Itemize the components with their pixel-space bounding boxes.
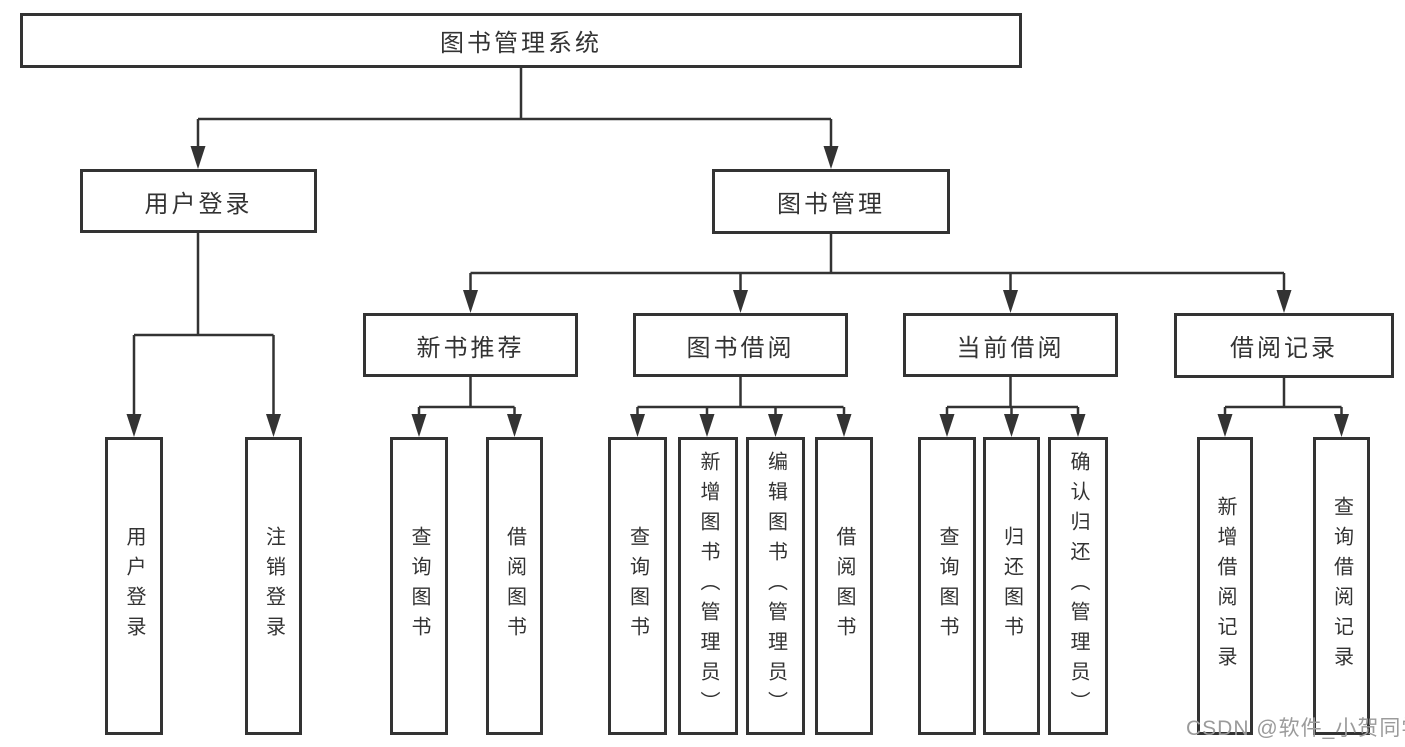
node-book-management: 图书管理 xyxy=(712,169,950,234)
node-borrowing-records-label: 借阅记录 xyxy=(1230,335,1338,362)
leaf-borrowing-borrow-books: 借阅图书 xyxy=(815,437,873,735)
node-current-borrowing: 当前借阅 xyxy=(903,313,1118,377)
leaf-borrowing-add-books-admin: 新增图书（管理员） xyxy=(678,437,738,735)
leaf-user-login-label: 用户登录 xyxy=(123,526,145,646)
leaf-borrowing-edit-books-admin-label: 编辑图书（管理员） xyxy=(764,451,787,721)
leaf-records-query-record-label: 查询借阅记录 xyxy=(1330,496,1353,676)
leaf-borrowing-query-books-label: 查询图书 xyxy=(626,526,649,646)
node-book-borrowing-label: 图书借阅 xyxy=(686,334,795,362)
leaf-borrowing-query-books: 查询图书 xyxy=(608,437,667,735)
node-user-login: 用户登录 xyxy=(80,169,317,233)
leaf-current-return-books: 归还图书 xyxy=(983,437,1040,735)
csdn-watermark: CSDN @软件_小贺同学 xyxy=(1186,717,1405,740)
node-new-book-recommend: 新书推荐 xyxy=(363,313,578,377)
node-new-book-recommend-label: 新书推荐 xyxy=(416,334,525,362)
node-book-borrowing: 图书借阅 xyxy=(633,313,848,377)
node-root-label: 图书管理系统 xyxy=(440,30,602,57)
node-user-login-label: 用户登录 xyxy=(144,190,253,218)
leaf-current-return-books-label: 归还图书 xyxy=(1000,526,1023,646)
node-current-borrowing-label: 当前借阅 xyxy=(956,334,1065,362)
leaf-recommend-query-books-label: 查询图书 xyxy=(408,526,430,646)
leaf-logout-label: 注销登录 xyxy=(262,526,285,646)
node-root: 图书管理系统 xyxy=(20,13,1022,68)
leaf-recommend-query-books: 查询图书 xyxy=(390,437,448,735)
node-book-management-label: 图书管理 xyxy=(777,191,885,218)
leaf-current-query-books: 查询图书 xyxy=(918,437,976,735)
node-borrowing-records: 借阅记录 xyxy=(1174,313,1394,378)
leaf-borrowing-edit-books-admin: 编辑图书（管理员） xyxy=(746,437,805,735)
leaf-current-query-books-label: 查询图书 xyxy=(936,526,958,646)
leaf-logout: 注销登录 xyxy=(245,437,302,735)
leaf-records-add-record: 新增借阅记录 xyxy=(1197,437,1253,735)
leaf-user-login: 用户登录 xyxy=(105,437,163,735)
leaf-borrowing-add-books-admin-label: 新增图书（管理员） xyxy=(697,451,719,721)
leaf-current-confirm-return-admin: 确认归还（管理员） xyxy=(1048,437,1108,735)
leaf-records-add-record-label: 新增借阅记录 xyxy=(1214,496,1236,676)
leaf-recommend-borrow-books-label: 借阅图书 xyxy=(503,526,526,646)
leaf-borrowing-borrow-books-label: 借阅图书 xyxy=(833,526,855,646)
leaf-records-query-record: 查询借阅记录 xyxy=(1313,437,1370,735)
leaf-recommend-borrow-books: 借阅图书 xyxy=(486,437,543,735)
leaf-current-confirm-return-admin-label: 确认归还（管理员） xyxy=(1067,451,1089,721)
